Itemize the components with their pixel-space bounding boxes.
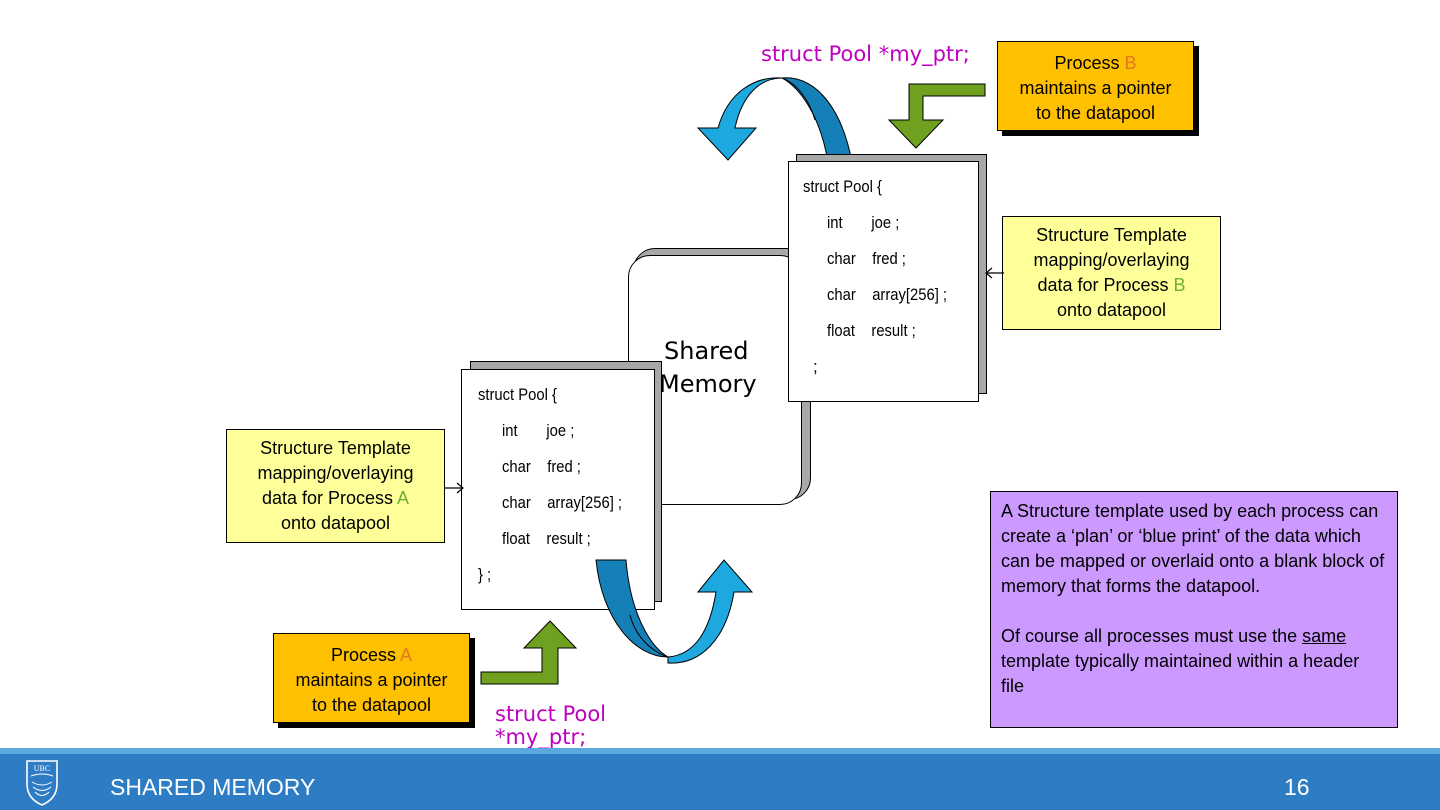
struct-b-template: struct Pool { int joe ; char fred ; char… [788, 161, 979, 402]
page-number: 16 [1284, 774, 1310, 800]
template-b-note: Structure Template mapping/overlaying da… [1002, 216, 1221, 330]
struct-a-field: float result ; [502, 529, 591, 548]
pointer-label-a: struct Pool *my_ptr; [495, 702, 607, 749]
struct-b-field: char array[256] ; [827, 285, 948, 304]
struct-b-field: int joe ; [827, 213, 900, 232]
footer-bar [0, 748, 1440, 810]
pointer-arrow-b [985, 267, 1004, 279]
green-arrow-a [480, 620, 578, 685]
explanation-para1: A Structure template used by each proces… [1001, 501, 1385, 596]
footer-title: SHARED MEMORY [110, 774, 316, 800]
struct-a-field: char array[256] ; [502, 493, 623, 512]
explanation-box: A Structure template used by each proces… [990, 491, 1398, 728]
pointer-arrow-a [445, 482, 464, 494]
process-b-label: Process [1054, 53, 1125, 73]
process-b-line2: maintains a pointer [1019, 78, 1172, 98]
template-a-letter: A [397, 488, 410, 508]
process-a-line3: to the datapool [311, 695, 432, 715]
svg-text:UBC: UBC [34, 764, 50, 773]
process-a-label: Process [330, 645, 400, 665]
process-b-letter: B [1124, 53, 1137, 73]
process-a-line2: maintains a pointer [295, 670, 448, 690]
process-b-note: Process B maintains a pointer to the dat… [997, 41, 1194, 131]
footer-strip [0, 748, 1440, 754]
process-a-note: Process A maintains a pointer to the dat… [273, 633, 470, 723]
struct-a-open: struct Pool { [478, 385, 557, 404]
process-a-letter: A [400, 645, 413, 665]
process-b-line3: to the datapool [1035, 103, 1156, 123]
struct-a-field: int joe ; [502, 421, 575, 440]
struct-b-field: float result ; [827, 321, 916, 340]
explanation-same: same [1302, 626, 1347, 646]
shared-memory-label: Shared Memory [659, 337, 757, 398]
template-b-letter: B [1173, 275, 1186, 295]
ubc-logo-icon: UBC [26, 760, 58, 806]
struct-b-field: char fred ; [827, 249, 906, 268]
template-a-note: Structure Template mapping/overlaying da… [226, 429, 445, 543]
struct-b-open: struct Pool { [803, 177, 882, 196]
green-arrow-b [887, 83, 986, 149]
struct-a-close: } ; [478, 565, 492, 584]
struct-a-field: char fred ; [502, 457, 581, 476]
struct-b-close: ; [813, 357, 818, 376]
pointer-label-b: struct Pool *my_ptr; [761, 42, 970, 66]
curved-arrow-bottom [595, 559, 754, 664]
